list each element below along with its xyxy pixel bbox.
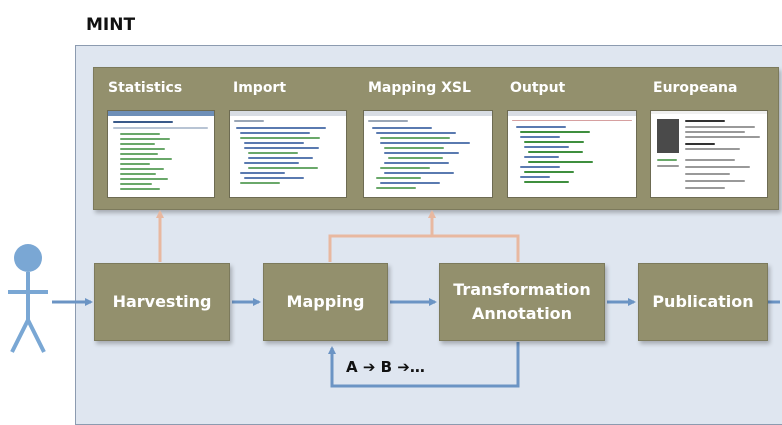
mapping-box: Mapping [263, 263, 388, 341]
output-thumbnail [507, 110, 637, 198]
diagram-title: MINT [86, 15, 136, 35]
diagram-connectors [8, 210, 780, 388]
person-icon [8, 244, 48, 353]
label-europeana: Europeana [653, 80, 738, 96]
label-output: Output [510, 80, 566, 96]
transformation-label: Transformation [453, 280, 591, 299]
iteration-sequence-label: A ➔ B ➔… [346, 358, 425, 376]
import-thumbnail [229, 110, 347, 198]
mapping-label: Mapping [286, 292, 365, 311]
label-import: Import [233, 80, 287, 96]
bracket-mapping-transformation [328, 234, 520, 262]
transformation-annotation-box: Transformation Annotation [439, 263, 605, 341]
publication-box: Publication [638, 263, 768, 341]
publication-label: Publication [652, 292, 754, 311]
harvesting-box: Harvesting [94, 263, 230, 341]
label-statistics: Statistics [108, 80, 183, 96]
iteration-loop-arrow [328, 342, 520, 388]
label-mapping-xsl: Mapping XSL [368, 80, 471, 96]
europeana-thumbnail [650, 110, 768, 198]
mapping-xsl-thumbnail [363, 110, 493, 198]
statistics-thumbnail [107, 110, 215, 198]
harvesting-label: Harvesting [112, 292, 212, 311]
europeana-record-image [657, 119, 679, 153]
annotation-label: Annotation [471, 304, 573, 323]
